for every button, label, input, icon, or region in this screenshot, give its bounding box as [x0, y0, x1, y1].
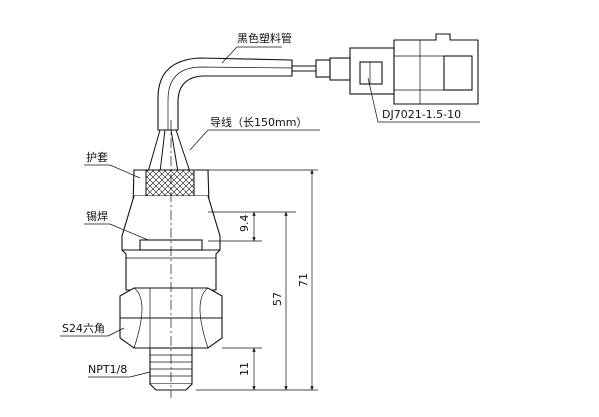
dim-9-4: 9.4: [238, 215, 251, 233]
leaders: [60, 46, 480, 378]
label-hex: S24六角: [62, 322, 105, 335]
dim-71: 71: [297, 273, 310, 287]
dimension-lines: [252, 169, 314, 391]
label-solder: 锡焊: [86, 209, 108, 223]
plastic-tube: [157, 57, 293, 131]
label-wire: 导线（长150mm）: [210, 115, 307, 129]
wire-to-connector: [292, 57, 351, 81]
dim-57: 57: [271, 292, 284, 306]
label-connector: DJ7021-1.5-10: [382, 108, 461, 121]
connector: [349, 33, 479, 105]
dim-11: 11: [238, 362, 251, 376]
label-thread: NPT1/8: [88, 363, 127, 376]
label-sleeve: 护套: [86, 150, 108, 164]
label-tube: 黑色塑料管: [237, 31, 292, 45]
